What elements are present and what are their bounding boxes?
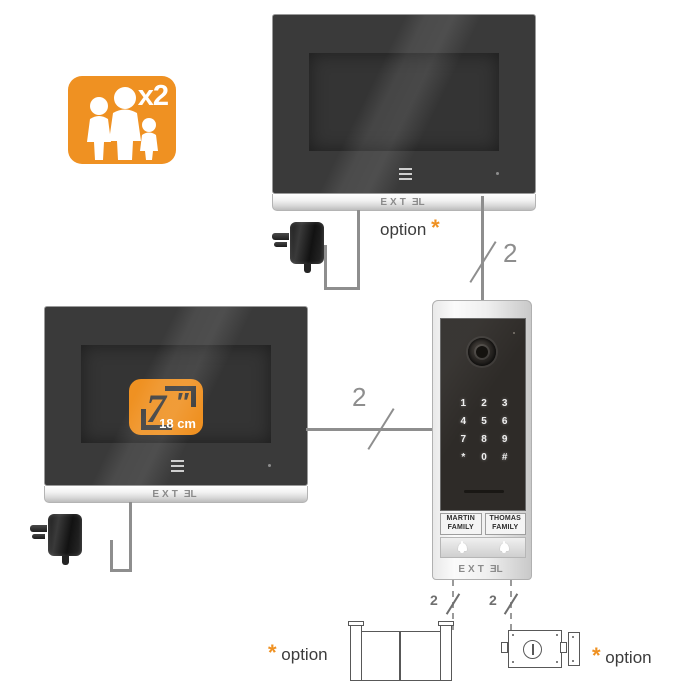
monitor-top-bezel — [272, 14, 536, 194]
keypad-key-0[interactable]: 0 — [481, 452, 487, 463]
asterisk-marker: * — [592, 643, 601, 668]
family-x2-badge: x2 — [68, 76, 176, 164]
wire-count-label-left: 2 — [352, 382, 367, 412]
wire-adapter-left-riser — [129, 502, 132, 572]
keypad-key-2[interactable]: 2 — [481, 398, 487, 409]
asterisk-marker: * — [268, 640, 277, 665]
screen-size-value: 7 — [146, 386, 166, 431]
nameplate-line1: MARTIN — [446, 515, 475, 523]
keypad-key-9[interactable]: 9 — [501, 434, 508, 445]
screen-size-unit: ″ — [177, 387, 190, 417]
camera-lens-icon — [468, 338, 496, 366]
plug-prong-icon — [30, 525, 47, 532]
gate-icon — [344, 621, 454, 685]
wire-adapter-left-horizontal — [110, 569, 132, 572]
wire-count-label-top: 2 — [503, 238, 518, 268]
wire-count-gate: 2 — [430, 592, 438, 608]
family-multiplier-label: x2 — [137, 80, 169, 112]
panel-front-face: 1 2 3 4 5 6 7 8 9 * 0 # — [440, 318, 526, 511]
adapter-cable-outlet — [62, 556, 69, 565]
keypad-key-5[interactable]: 5 — [481, 416, 487, 427]
screen-size-badge: 7 ″ 18 cm — [129, 379, 203, 435]
keypad-key-4[interactable]: 4 — [460, 416, 467, 427]
monitor-left-bezel: 7 ″ 18 cm — [44, 306, 308, 486]
keypad-key-7[interactable]: 7 — [460, 434, 467, 445]
power-adapter-icon — [48, 514, 82, 556]
electric-lock-icon — [496, 630, 586, 672]
monitor-left-screen[interactable]: 7 ″ 18 cm — [81, 345, 271, 443]
list-menu-icon[interactable] — [399, 168, 412, 180]
power-adapter-icon — [290, 222, 324, 264]
wire-count-lock: 2 — [489, 592, 497, 608]
nameplate-line2: FAMILY — [447, 524, 474, 531]
adapter-cable-outlet — [304, 264, 311, 273]
outdoor-door-panel[interactable]: 1 2 3 4 5 6 7 8 9 * 0 # MARTIN FAMILY TH… — [432, 300, 532, 580]
nameplates: MARTIN FAMILY THOMAS FAMILY — [440, 513, 526, 535]
nameplate-thomas[interactable]: THOMAS FAMILY — [484, 513, 526, 535]
wire-adapter-top-horizontal — [324, 287, 360, 290]
option-label-gate: * option — [268, 640, 328, 665]
plug-prong-icon — [274, 242, 287, 247]
wire-adapter-left-vertical — [110, 540, 113, 572]
nameplate-line1: THOMAS — [489, 515, 522, 523]
option-label-lock: * option — [592, 643, 652, 668]
asterisk-marker: * — [431, 215, 440, 240]
nameplate-line2: FAMILY — [492, 524, 519, 531]
bell-button-row[interactable] — [440, 537, 526, 558]
family-icon — [87, 87, 158, 160]
nameplate-martin[interactable]: MARTIN FAMILY — [440, 513, 482, 535]
keypad-key-6[interactable]: 6 — [501, 416, 508, 427]
wire-bus-left — [306, 428, 432, 431]
wire-adapter-top-vertical — [324, 245, 327, 290]
keypad-key-8[interactable]: 8 — [481, 434, 487, 445]
keypad[interactable]: 1 2 3 4 5 6 7 8 9 * 0 # — [453, 395, 515, 467]
adapter-left — [30, 514, 82, 565]
screen-size-metric: 18 cm — [159, 416, 196, 431]
indicator-dot — [496, 172, 499, 175]
list-menu-icon[interactable] — [171, 460, 184, 472]
bell-icon[interactable] — [499, 541, 510, 554]
indicator-dot — [268, 464, 271, 467]
plug-prong-icon — [272, 233, 289, 240]
bell-icon[interactable] — [457, 541, 468, 554]
wire-bus-top — [481, 196, 484, 300]
wire-adapter-top-riser — [357, 210, 360, 289]
keypad-key-1[interactable]: 1 — [460, 398, 467, 409]
option-label-top-monitor: option * — [380, 215, 440, 240]
keypad-key-3[interactable]: 3 — [501, 398, 508, 409]
keypad-key-star[interactable]: * — [461, 452, 466, 463]
speaker-slot — [464, 490, 504, 493]
adapter-top — [272, 222, 324, 273]
keypad-key-hash[interactable]: # — [501, 452, 508, 463]
plug-prong-icon — [32, 534, 45, 539]
microphone-dot — [513, 332, 515, 334]
monitor-top-screen[interactable] — [309, 53, 499, 151]
